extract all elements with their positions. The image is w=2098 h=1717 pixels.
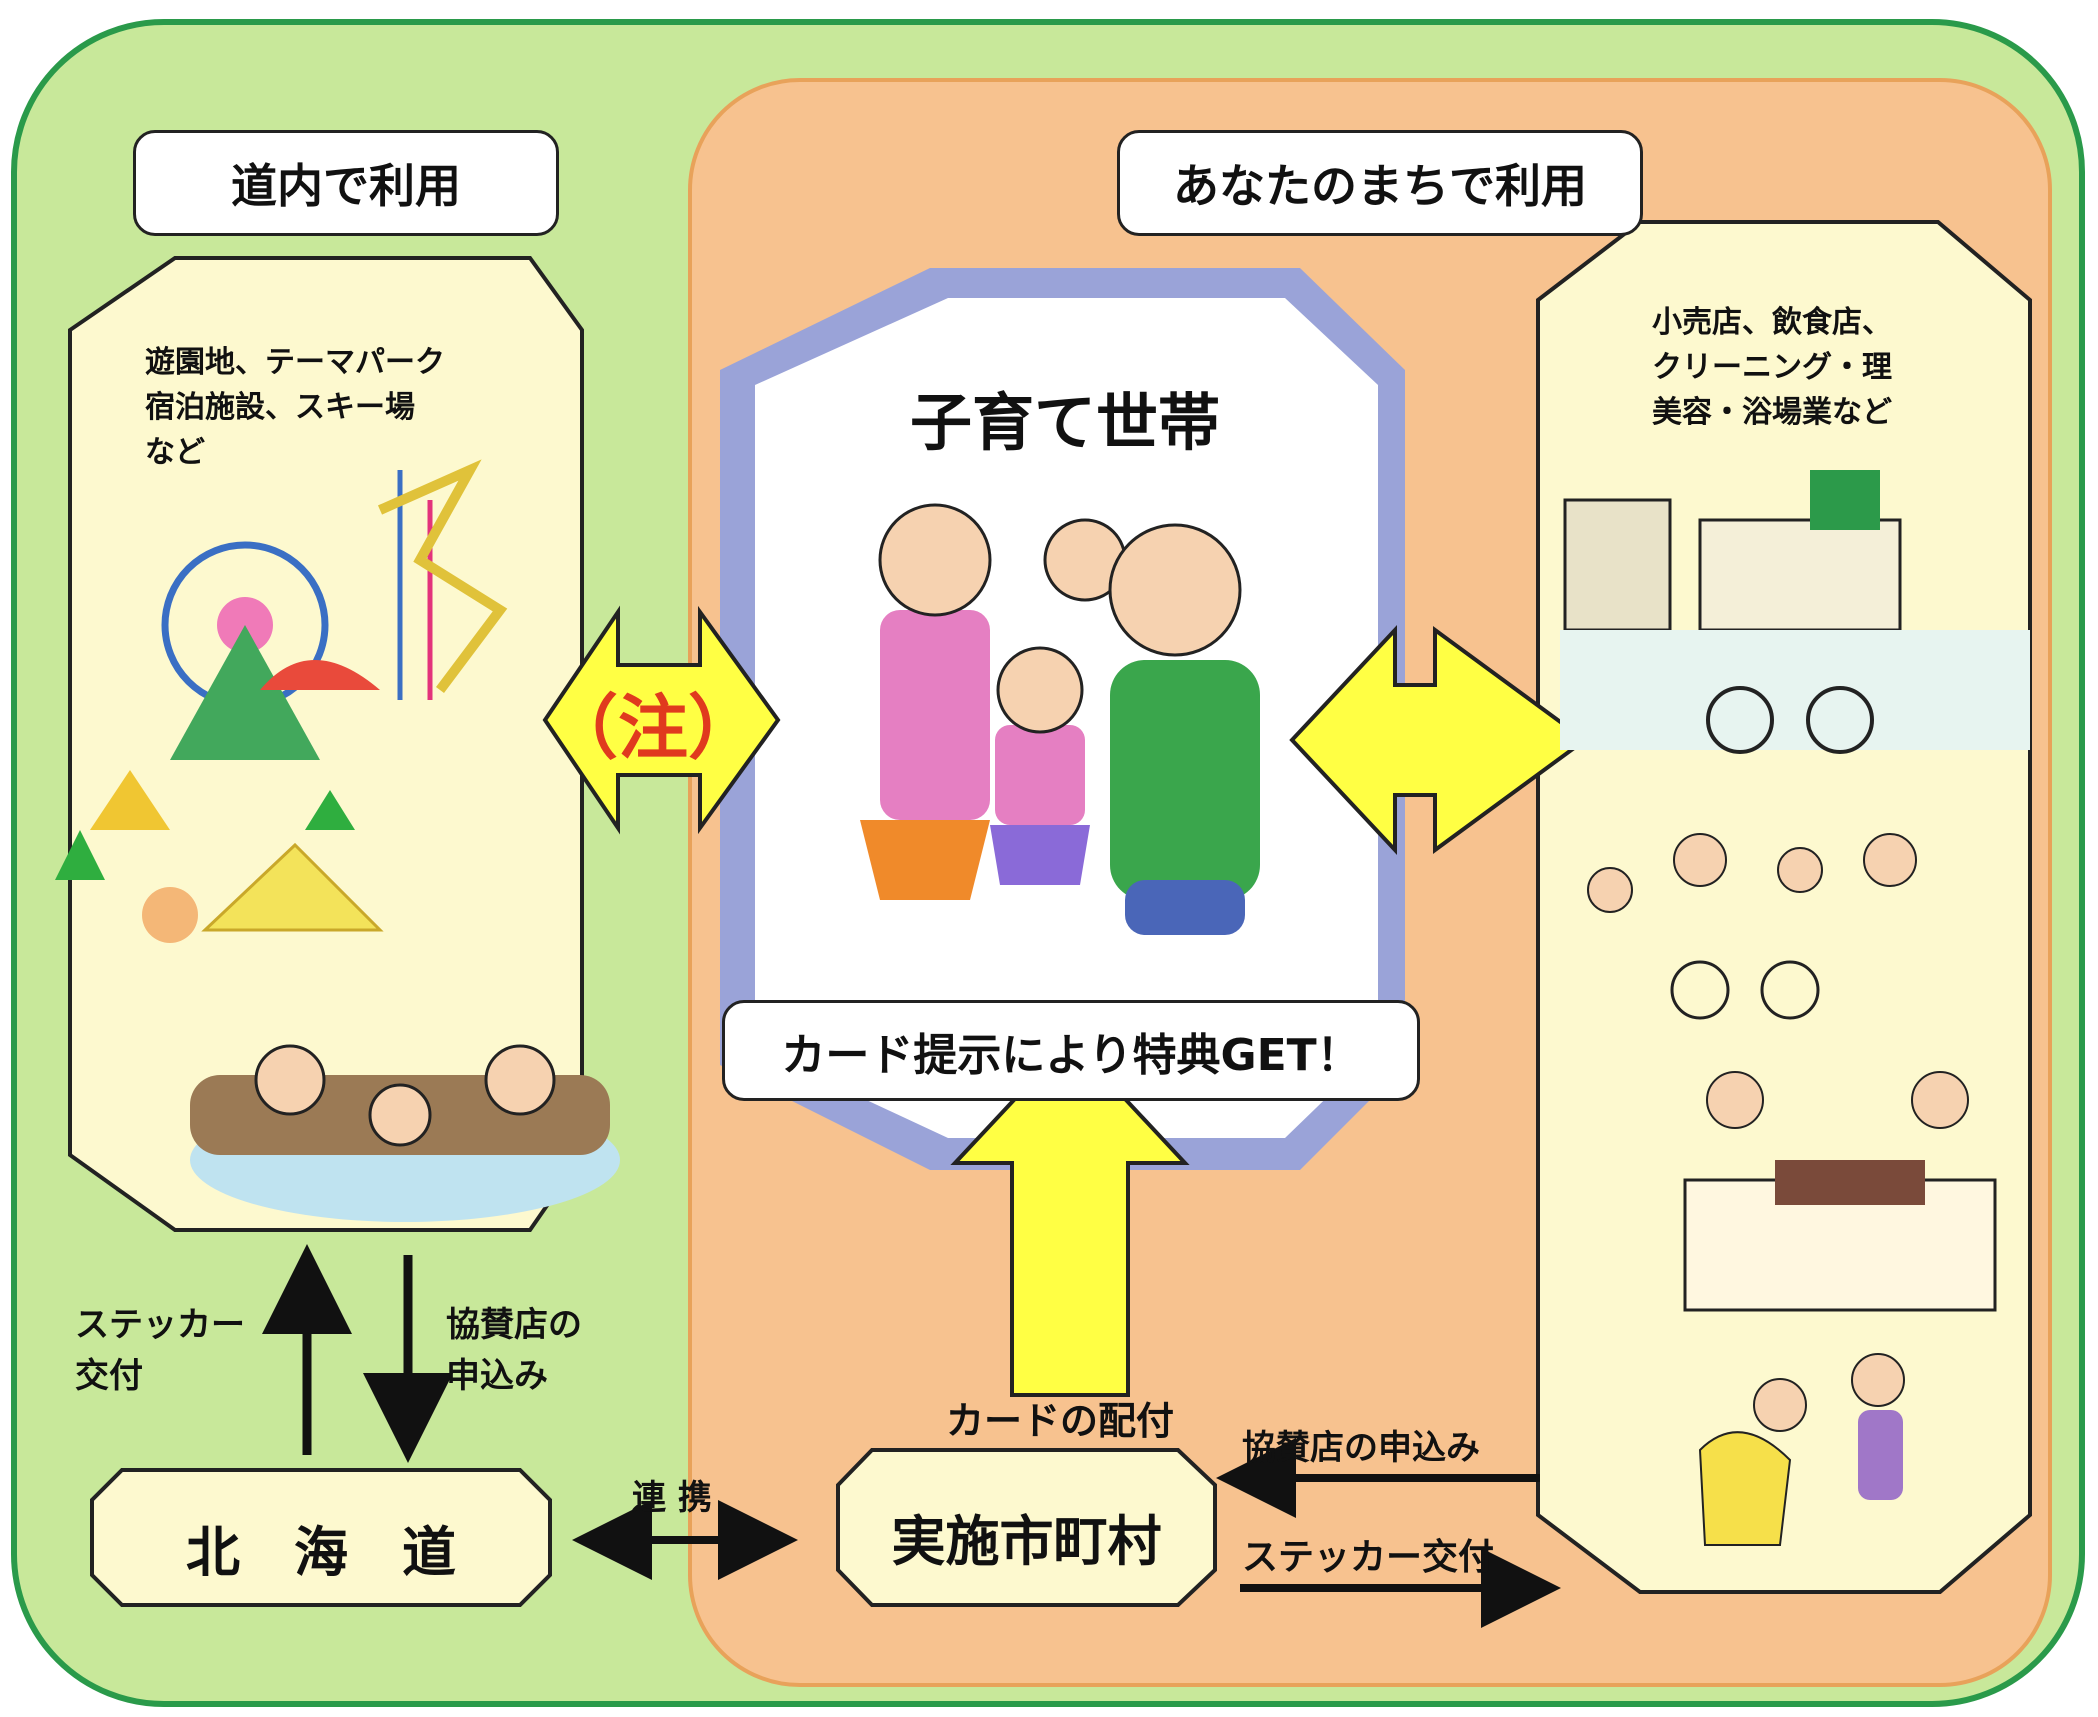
card-distribution-label: カードの配付 [946, 1399, 1175, 1443]
right-section-title: あなたのまちで利用 [1117, 130, 1643, 236]
hokkaido-label: 北 海 道 [186, 1521, 456, 1584]
note-label: （注） [548, 687, 758, 769]
link-label: 連 携 [632, 1478, 712, 1518]
municipality-sticker-label: ステッカー交付 [1242, 1537, 1495, 1578]
center-title: 子育て世帯 [910, 386, 1221, 459]
note-double-arrow [542, 605, 781, 835]
municipality-label: 実施市町村 [891, 1510, 1162, 1573]
sponsor-apply-label: 協賛店の 申込み [446, 1305, 582, 1396]
family-illustration [860, 503, 1260, 935]
hokkaido-box [90, 1468, 552, 1607]
left-section-title: 道内で利用 [133, 130, 559, 236]
right-categories: 小売店、飲食店、 クリーニング・理 美容・浴場業など [1652, 305, 1892, 430]
sticker-issue-label: ステッカー 交付 [75, 1305, 245, 1396]
municipality-box [836, 1448, 1217, 1607]
municipality-apply-label: 協賛店の申込み [1242, 1428, 1480, 1468]
barber-illustration [1698, 1353, 1905, 1546]
bbq-illustration [1683, 1071, 1997, 1312]
hot-spring-illustration [190, 1044, 620, 1222]
camping-illustration [55, 770, 384, 943]
benefit-text: カード提示により特典GET！ [781, 1029, 1361, 1081]
amusement-illustration [161, 459, 508, 760]
family-walk-illustration [1587, 833, 1917, 1020]
left-categories: 遊園地、テーマパーク 宿泊施設、スキー場 など [145, 345, 445, 470]
benefit-banner: カード提示により特典GET！ [722, 1000, 1420, 1101]
shops-illustration [1560, 470, 2030, 754]
